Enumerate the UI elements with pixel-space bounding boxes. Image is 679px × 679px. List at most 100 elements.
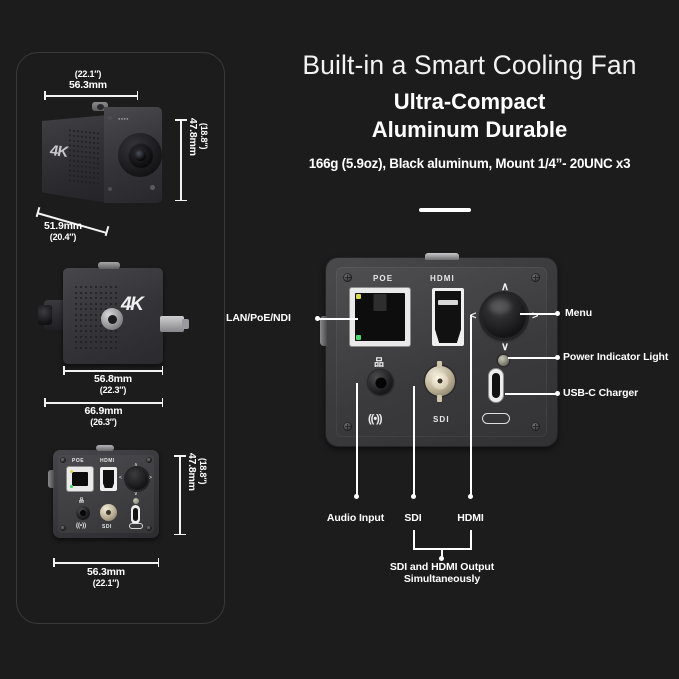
callout-dot-hdmi [468,494,473,499]
dim-total-length-imperial: (26.3″) [90,417,117,427]
usbc-outline-small [129,523,143,529]
callout-dot-sdi [411,494,416,499]
port-label-sdi: SDI [433,415,450,424]
subtitle-line-2: Aluminum Durable [371,116,568,142]
dpad-down-icon: ∨ [501,341,510,353]
corner-screw [108,116,112,120]
audio-wave-icon: ((•)) [368,413,382,425]
audio-icon-small: ((•)) [76,523,87,529]
rj45-port-small [67,467,93,491]
dim-line-width-1 [44,95,138,97]
bnc-lug-bottom [437,395,442,402]
rear-side-tab-small [48,470,54,488]
network-icon: 品 [374,358,384,369]
dim-tick [175,199,187,201]
side-bnc-stub [160,316,184,332]
dim-tick [175,119,187,121]
hdmi-port [432,288,464,346]
callout-line-menu [520,313,557,315]
corner-screw [108,187,112,191]
badge-4k-side: 4K [121,294,144,315]
network-icon-small: 品 [79,498,85,504]
corner-screw [150,185,155,190]
rj45-port [350,288,410,346]
port-label-poe: POE [373,274,394,283]
usb-c-slot [492,373,500,398]
callout-label-power-indicator: Power Indicator Light [563,351,669,363]
dpad-up-small: ∧ [134,462,138,468]
callout-label-lan-poe-ndi: LAN/PoE/NDI [226,312,291,324]
side-bnc-tip [182,319,189,329]
rear-panel-small: POE HDMI ∧ ∨ < > 品 [53,450,159,538]
divider-rule [419,208,471,212]
page-subtitle: Ultra-Compact Aluminum Durable [260,88,679,143]
spec-line: 166g (5.9oz), Black aluminum, Mount 1/4”… [308,156,631,171]
lens-aperture [135,150,146,161]
dim-height-imperial-1: (18.8″) [199,122,210,150]
port-label-poe-small: POE [72,458,85,464]
panel-top-tab [424,253,459,260]
side-lens [38,305,52,325]
mount-hole-side [108,315,117,324]
screw [60,457,66,463]
screw-top-right [531,273,540,282]
subtitle-line-1: Ultra-Compact [393,89,546,114]
bnc-pin-small [106,510,111,515]
dpad-right-small: > [149,475,152,481]
callout-label-audio-input: Audio Input [326,512,385,524]
sdi-bnc-connector[interactable] [425,366,455,396]
camera-front-face: ●●●● [104,107,162,203]
dim-tick [161,366,163,375]
rj45-led-amber [356,294,361,299]
dim-tick [53,558,55,567]
callout-line-hdmi [470,315,472,496]
callout-label-hdmi: HDMI [457,512,484,524]
dim-line-width-3 [53,562,159,564]
dpad-small [126,468,148,490]
callout-line-usbc [505,393,557,395]
rj45-key [373,294,387,311]
bnc-center-pin [437,378,443,384]
dim-tick [161,398,163,407]
rear-top-tab-small [96,445,114,451]
dim-tick [44,398,46,407]
callout-line-lan [318,318,358,320]
camera-left-face: 4K [42,115,108,203]
main-rear-io-panel: POE HDMI ∧ ∨ < > 品 [320,253,557,446]
dim-tick [44,91,46,100]
audio-input-jack[interactable] [368,370,393,395]
dim-tick [157,558,159,567]
badge-4k-perspective: 4K [50,142,68,161]
screw [60,525,66,531]
usbc-slot-small [133,508,138,521]
screw-top-left [343,273,352,282]
dim-body-length-imperial: (22.3″) [99,385,127,395]
dim-total-length-metric: 66.9mm [84,405,123,417]
callout-line-audio [356,383,358,496]
dpad-left-small: < [119,475,122,481]
usb-c-port[interactable] [489,369,503,402]
callout-line-sdi [413,386,415,496]
dim-depth-metric-1: 51.9mm [44,220,82,232]
camera-body-side: 4K [63,268,163,364]
power-led-small [133,498,139,504]
camera-body-perspective: 4K [42,102,162,203]
menu-joystick[interactable] [482,294,526,338]
hdmi-tongue [438,300,458,305]
dim-line-total-length [44,402,163,404]
callout-label-simultaneous-line2: Simultaneously [403,573,481,585]
dim-height-imperial-3: (18.8″) [198,457,209,485]
panel-side-tab [320,316,327,346]
callout-label-usb-c-charger: USB-C Charger [563,387,639,399]
port-label-sdi-small: SDI [102,524,112,530]
dim-width-metric-3: 56.3mm [87,566,125,578]
dpad-up-icon: ∧ [501,281,510,293]
hdmi-slot [435,291,461,343]
usb-c-outline-icon [482,413,510,424]
screw-bottom-left [343,422,352,431]
callout-line-power [508,357,557,359]
joystick-highlight [489,299,511,314]
audio-jack-hole [375,377,386,388]
dim-line-body-length [63,370,163,372]
